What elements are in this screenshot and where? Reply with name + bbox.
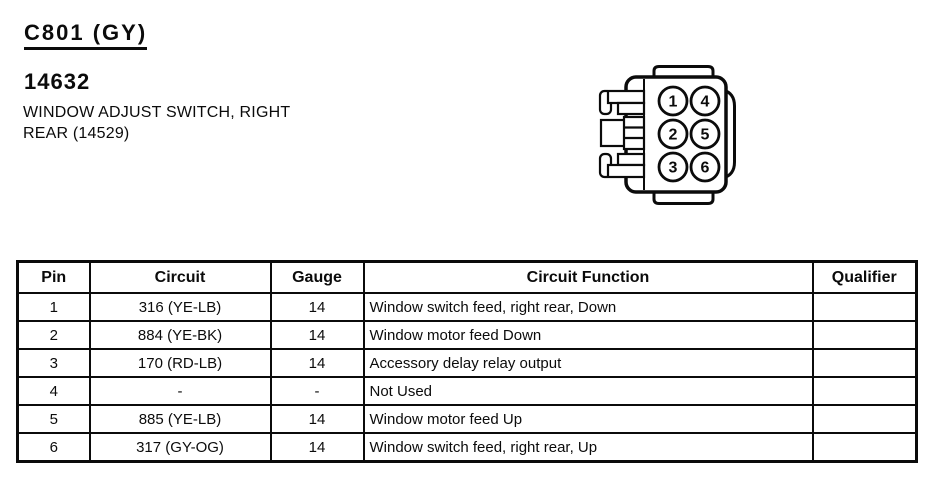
qualifier-cell [811,432,918,463]
pin-cell: 6 [16,432,91,463]
pin-number-1: 1 [669,94,678,111]
circuit-cell: 885 (YE-LB) [88,404,272,434]
pin-circle-5 [689,118,721,150]
pin-circle-3 [657,151,689,183]
circuit-cell: - [88,376,272,406]
column-header-circuit: Circuit [88,260,272,294]
table-row: 5 885 (YE-LB) 14 Window motor feed Up [16,404,918,434]
gauge-cell: 14 [269,348,365,378]
pin-table: Pin Circuit Gauge Circuit Function Quali… [16,260,918,463]
gauge-cell: 14 [269,292,365,322]
circuit-cell: 884 (YE-BK) [88,320,272,350]
qualifier-cell [811,376,918,406]
circuit-function-cell: Window switch feed, right rear, Up [362,432,814,463]
connector-latch [598,89,646,179]
qualifier-cell [811,320,918,350]
pin-cell: 4 [16,376,91,406]
gauge-cell: 14 [269,320,365,350]
column-header-gauge: Gauge [269,260,365,294]
table-row: 2 884 (YE-BK) 14 Window motor feed Down [16,320,918,350]
circuit-function-cell: Window switch feed, right rear, Down [362,292,814,322]
pin-circle-1 [657,85,689,117]
pin-cell: 3 [16,348,91,378]
pin-cell: 5 [16,404,91,434]
circuit-cell: 170 (RD-LB) [88,348,272,378]
table-row: 3 170 (RD-LB) 14 Accessory delay relay o… [16,348,918,378]
table-row: 6 317 (GY-OG) 14 Window switch feed, rig… [16,432,918,463]
pin-number-4: 4 [701,94,710,111]
circuit-cell: 316 (YE-LB) [88,292,272,322]
circuit-function-cell: Accessory delay relay output [362,348,814,378]
pin-number-6: 6 [701,160,710,177]
gauge-cell: 14 [269,404,365,434]
qualifier-cell [811,292,918,322]
part-description-line1: WINDOW ADJUST SWITCH, RIGHT [23,104,291,121]
column-header-pin: Pin [16,260,91,294]
circuit-cell: 317 (GY-OG) [88,432,272,463]
pin-number-3: 3 [669,160,678,177]
part-description: WINDOW ADJUST SWITCH, RIGHT REAR (14529) [23,102,290,144]
qualifier-cell [811,404,918,434]
qualifier-cell [811,348,918,378]
part-description-line2: REAR (14529) [23,125,130,142]
column-header-circuit-function: Circuit Function [362,260,814,294]
column-header-qualifier: Qualifier [811,260,918,294]
pin-cell: 1 [16,292,91,322]
pin-cell: 2 [16,320,91,350]
circuit-function-cell: Window motor feed Down [362,320,814,350]
circuit-function-cell: Not Used [362,376,814,406]
pin-number-5: 5 [701,127,710,144]
pin-circle-6 [689,151,721,183]
connector-diagram: 1 2 3 4 5 6 [598,65,736,205]
table-row: 1 316 (YE-LB) 14 Window switch feed, rig… [16,292,918,322]
pin-number-2: 2 [669,127,678,144]
gauge-cell: - [269,376,365,406]
gauge-cell: 14 [269,432,365,463]
table-row: 4 - - Not Used [16,376,918,406]
circuit-function-cell: Window motor feed Up [362,404,814,434]
pin-circle-2 [657,118,689,150]
part-number: 14632 [24,69,91,94]
table-header-row: Pin Circuit Gauge Circuit Function Quali… [16,260,918,294]
connector-id-title: C801 (GY) [24,20,148,50]
pin-circle-4 [689,85,721,117]
